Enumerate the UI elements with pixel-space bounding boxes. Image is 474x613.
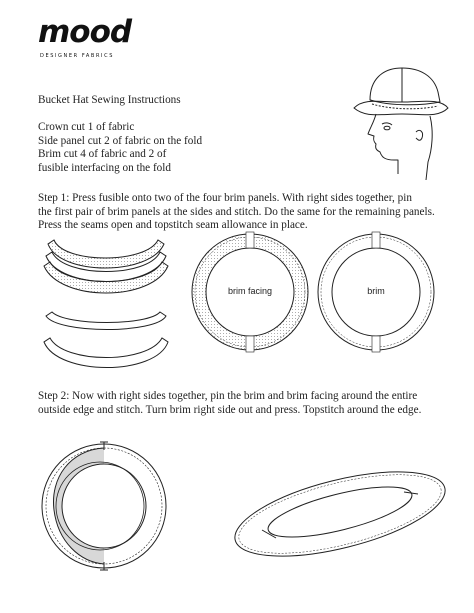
cutting-line: Brim cut 4 of fabric and 2 of xyxy=(38,148,167,161)
step-line: Step 1: Press fusible onto two of the fo… xyxy=(38,192,412,204)
brim-ring: brim xyxy=(317,231,435,353)
hat-head-illustration xyxy=(353,67,449,181)
cutting-line: Crown cut 1 of fabric xyxy=(38,121,135,133)
step-2-text: Step 2: Now with right sides together, p… xyxy=(38,390,421,417)
step-line: outside edge and stitch. Turn brim right… xyxy=(38,403,422,416)
step-2-diagrams xyxy=(41,441,446,571)
brim-layered-ring xyxy=(41,441,167,571)
brand-logo: mood DESIGNER FABRICS xyxy=(38,14,132,64)
page-title: Bucket Hat Sewing Instructions xyxy=(38,94,181,106)
brim-ellipse xyxy=(234,471,446,557)
brim-panel-pieces xyxy=(43,239,169,368)
brim-label: brim xyxy=(367,286,385,296)
cutting-line: Side panel cut 2 of fabric on the fold xyxy=(38,134,203,147)
brand-tagline: DESIGNER FABRICS xyxy=(40,53,114,59)
step-1-text: Step 1: Press fusible onto two of the fo… xyxy=(38,192,435,233)
step-1-diagrams: brim facing brim xyxy=(43,231,435,368)
cutting-line: fusible interfacing on the fold xyxy=(38,161,171,174)
brand-wordmark: mood xyxy=(38,14,132,50)
step-line: Press the seams open and topstitch seam … xyxy=(38,219,308,232)
step-line: Step 2: Now with right sides together, p… xyxy=(38,390,418,402)
cutting-list: Crown cut 1 of fabric Side panel cut 2 o… xyxy=(38,121,202,175)
brim-facing-ring: brim facing xyxy=(191,231,309,353)
step-line: the first pair of brim panels at the sid… xyxy=(38,205,435,218)
brim-facing-label: brim facing xyxy=(228,286,272,296)
